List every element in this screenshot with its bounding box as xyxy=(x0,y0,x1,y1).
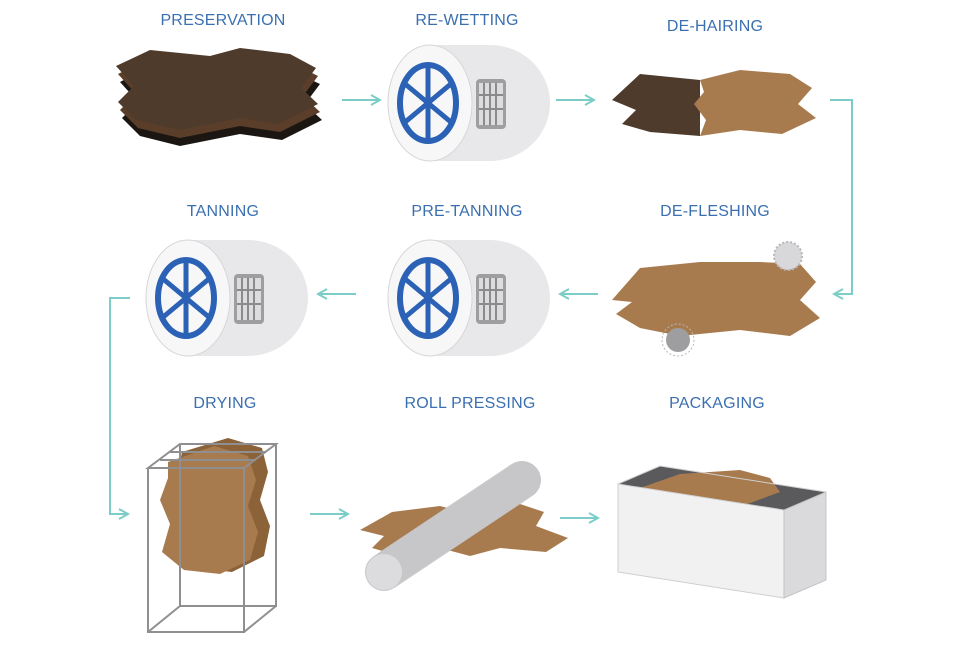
flow-arrows xyxy=(109,99,853,518)
drying-rack-icon xyxy=(145,438,279,633)
label-tanning: TANNING xyxy=(186,203,260,220)
packaging-box-icon xyxy=(617,465,827,599)
roll-pressing-icon xyxy=(360,461,568,591)
label-roll-pressing: ROLL PRESSING xyxy=(404,395,536,412)
arrow-dehairing-to-defleshing xyxy=(830,99,853,294)
label-packaging: PACKAGING xyxy=(669,395,765,412)
label-de-fleshing: DE-FLESHING xyxy=(660,203,770,220)
label-preservation: PRESERVATION xyxy=(160,12,286,29)
label-pre-tanning: PRE-TANNING xyxy=(411,203,523,220)
arrow-tanning-to-drying xyxy=(109,297,130,514)
label-drying: DRYING xyxy=(193,395,257,412)
pre-tanning-drum-icon xyxy=(388,240,550,356)
label-re-wetting: RE-WETTING xyxy=(415,12,519,29)
tanning-drum-icon xyxy=(146,240,308,356)
re-wetting-drum-icon xyxy=(388,45,550,161)
de-hairing-hide-icon xyxy=(612,70,816,136)
label-de-hairing: DE-HAIRING xyxy=(666,18,764,35)
preservation-hide-stack-icon xyxy=(116,48,322,146)
de-fleshing-hide-icon xyxy=(612,241,820,357)
